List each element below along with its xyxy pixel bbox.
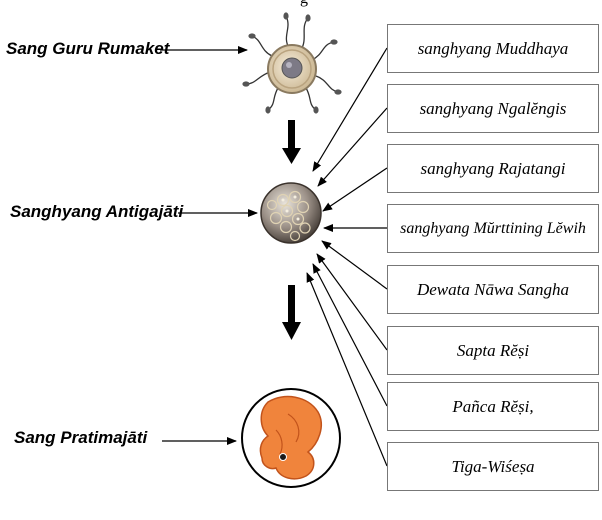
influence-arrow [313,48,387,171]
influence-box-panca-resi: Pañca Rĕṣi, [387,382,599,431]
embryo-icon [242,389,340,487]
stage-label-sanghyang-antigajati: Sanghyang Antigajāti [10,202,183,222]
stage-label-sang-pratimajati: Sang Pratimajāti [14,428,147,448]
influence-arrow [322,241,387,289]
influence-box-ngalengis: sanghyang Ngalĕngis [387,84,599,133]
morula-icon [261,183,321,243]
influence-box-murttining-lewih: sanghyang Mŭrttining Lĕwih [387,204,599,253]
influence-box-tiga-wisesa: Tiga-Wiśeṣa [387,442,599,491]
egg-cell-with-sperm-icon [242,12,341,113]
down-arrow-2 [282,285,301,340]
header-fragment: g [300,0,308,8]
influence-box-sapta-resi: Sapta Rĕṣi [387,326,599,375]
influence-box-muddhaya: sanghyang Muddhaya [387,24,599,73]
stage-label-sang-guru-rumaket: Sang Guru Rumaket [6,39,169,59]
influence-box-dewata-nawa-sangha: Dewata Nāwa Sangha [387,265,599,314]
influence-arrow [317,254,387,350]
down-arrow-1 [282,120,301,164]
influence-box-rajatangi: sanghyang Rajatangi [387,144,599,193]
influence-arrow [323,168,387,211]
